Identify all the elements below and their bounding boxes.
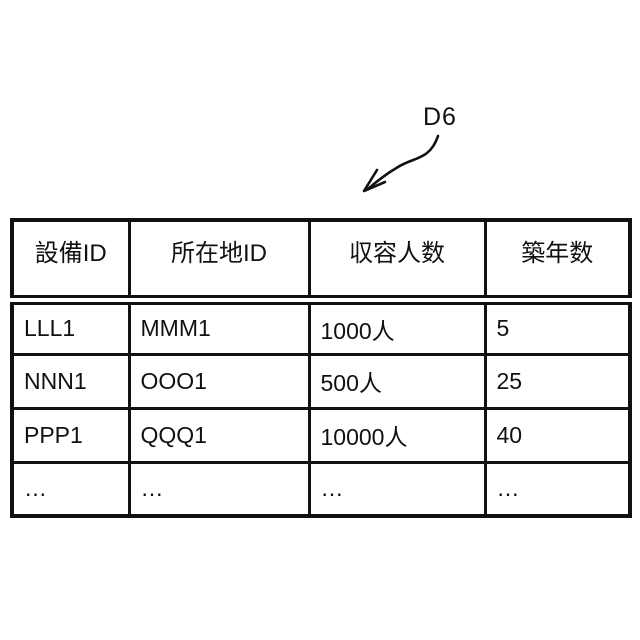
- table-cell: 5: [483, 298, 632, 356]
- table-cell: 500人: [307, 352, 487, 410]
- header-row: 設備ID 所在地ID 収容人数 築年数: [10, 218, 632, 305]
- table-cell: OOO1: [127, 352, 311, 410]
- table-row: PPP1 QQQ1 10000人 40: [10, 406, 632, 464]
- table-cell: 1000人: [307, 298, 487, 356]
- table-row: LLL1 MMM1 1000人 5: [10, 298, 632, 356]
- table-row-ellipsis: … … … …: [10, 460, 632, 518]
- column-header-capacity: 収容人数: [307, 218, 487, 305]
- table-cell: …: [307, 460, 487, 518]
- table-cell: 40: [483, 406, 632, 464]
- table-cell: 10000人: [307, 406, 487, 464]
- table-cell: …: [483, 460, 632, 518]
- table-cell: QQQ1: [127, 406, 311, 464]
- table-cell: 25: [483, 352, 632, 410]
- table-cell: PPP1: [10, 406, 131, 464]
- column-header-location-id: 所在地ID: [127, 218, 311, 305]
- table-cell: …: [127, 460, 311, 518]
- column-header-building-age: 築年数: [483, 218, 632, 305]
- table-row: NNN1 OOO1 500人 25: [10, 352, 632, 410]
- figure-label-d6: D6: [423, 103, 457, 131]
- table-cell: NNN1: [10, 352, 131, 410]
- table-cell: …: [10, 460, 131, 518]
- table-cell: MMM1: [127, 298, 311, 356]
- column-header-equipment-id: 設備ID: [10, 218, 131, 305]
- table-cell: LLL1: [10, 298, 131, 356]
- facility-data-table: 設備ID 所在地ID 収容人数 築年数 LLL1 MMM1 1000人 5 NN…: [10, 218, 632, 518]
